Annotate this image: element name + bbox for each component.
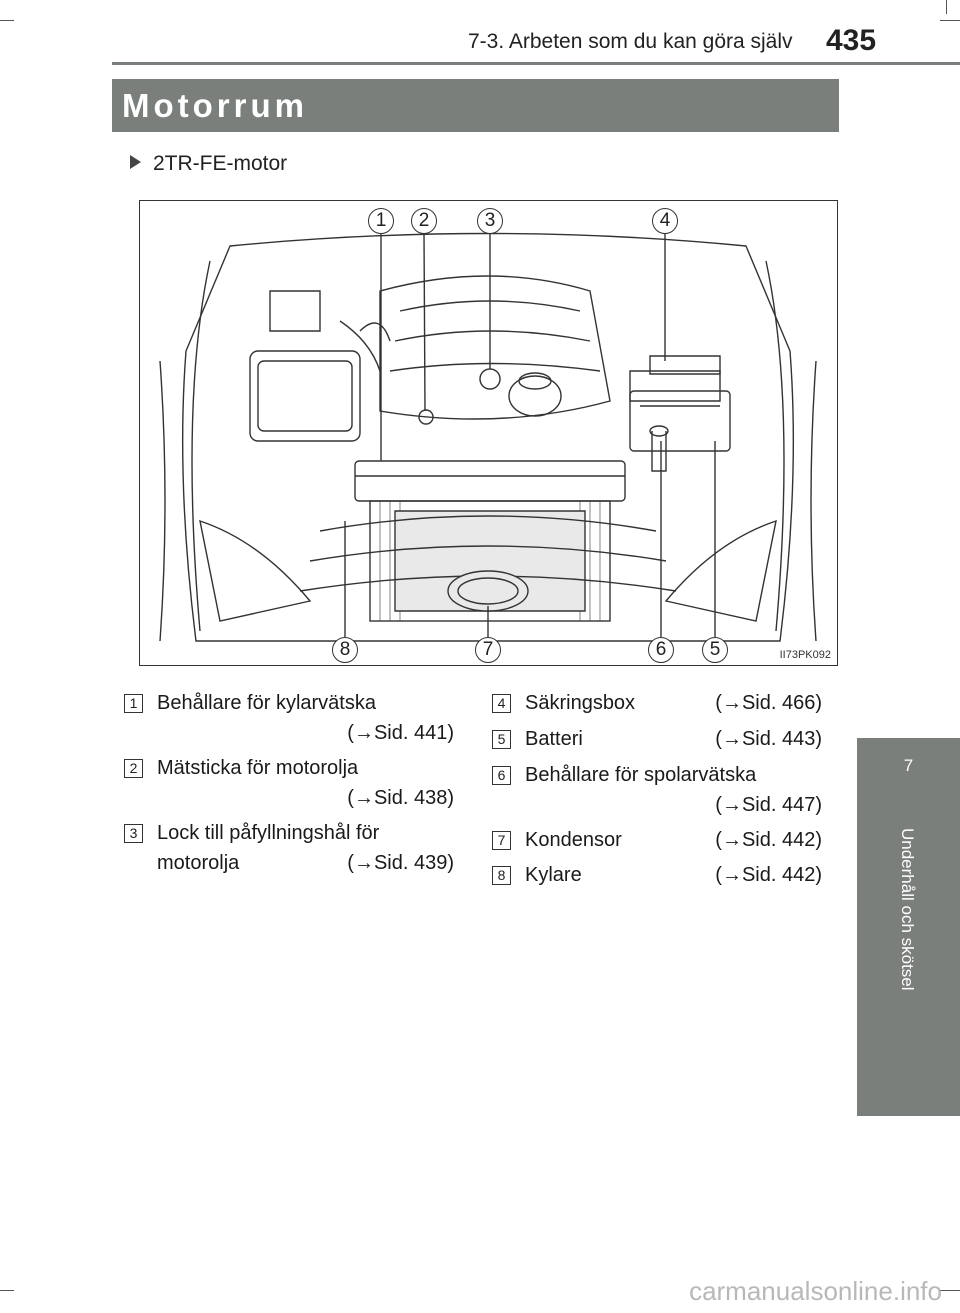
- legend-page-ref: (→Sid. 466): [715, 692, 822, 714]
- legend-number-badge: 7: [492, 831, 511, 850]
- legend-item-2: 2 Mätsticka för motorolja (→Sid. 438): [124, 753, 454, 813]
- engine-bay-illustration: 1 2 3 4 8 7 6 5 II73PK092: [139, 200, 838, 666]
- legend-number-badge: 8: [492, 866, 511, 885]
- legend-label: Mätsticka för motorolja: [157, 757, 359, 779]
- legend-page-ref: (→Sid. 443): [715, 728, 822, 750]
- legend-item-3: 3 Lock till påfyllningshål för motorolja…: [124, 818, 454, 878]
- legend-number-badge: 4: [492, 694, 511, 713]
- section-title: Motorrum: [112, 79, 839, 132]
- legend-page-ref: (→Sid. 439): [347, 852, 454, 874]
- watermark: carmanualsonline.info: [689, 1276, 942, 1306]
- callout-8: 8: [332, 637, 358, 663]
- legend-item-8: 8 Kylare (→Sid. 442): [492, 860, 822, 890]
- legend-label: Kondensor: [525, 829, 622, 851]
- legend-number-badge: 5: [492, 730, 511, 749]
- crop-mark: [0, 20, 14, 21]
- legend-number-badge: 6: [492, 766, 511, 785]
- legend-label-line2: motorolja: [157, 852, 240, 874]
- chapter-side-tab: 7 Underhåll och skötsel: [857, 738, 960, 1116]
- crop-mark: [940, 1290, 960, 1291]
- legend-label: Säkringsbox: [525, 692, 636, 714]
- legend-label: Batteri: [525, 728, 583, 750]
- engine-bay-drawing: [159, 232, 817, 642]
- legend-item-6: 6 Behållare för spolarvätska (→Sid. 447): [492, 760, 822, 820]
- legend-page-ref: (→Sid. 442): [715, 864, 822, 886]
- legend-number-badge: 3: [124, 824, 143, 843]
- page-number: 435: [826, 24, 877, 57]
- legend-item-5: 5 Batteri (→Sid. 443): [492, 724, 822, 754]
- chapter-label: Underhåll och skötsel: [898, 828, 917, 991]
- engine-subheading-text: 2TR-FE-motor: [153, 152, 288, 175]
- crop-mark: [946, 0, 947, 14]
- legend-page-ref: (→Sid. 447): [715, 794, 822, 816]
- callout-7: 7: [475, 637, 501, 663]
- engine-subheading: 2TR-FE-motor: [130, 152, 287, 176]
- legend-item-4: 4 Säkringsbox (→Sid. 466): [492, 688, 822, 718]
- crop-mark: [0, 1290, 14, 1291]
- header-rule: [112, 62, 960, 65]
- legend-page-ref: (→Sid. 441): [347, 722, 454, 744]
- legend-label: Lock till påfyllningshål för: [157, 822, 380, 844]
- callout-4: 4: [652, 208, 678, 234]
- legend-item-7: 7 Kondensor (→Sid. 442): [492, 825, 822, 855]
- legend-label: Kylare: [525, 864, 582, 886]
- figure-code: II73PK092: [779, 649, 831, 661]
- legend-label: Behållare för kylarvätska: [157, 692, 376, 714]
- legend-item-1: 1 Behållare för kylarvätska (→Sid. 441): [124, 688, 454, 748]
- legend-number-badge: 2: [124, 759, 143, 778]
- legend-page-ref: (→Sid. 438): [347, 787, 454, 809]
- callout-3: 3: [477, 208, 503, 234]
- legend-label: Behållare för spolarvätska: [525, 764, 757, 786]
- legend-number-badge: 1: [124, 694, 143, 713]
- crop-mark: [940, 20, 960, 21]
- running-header: 7-3. Arbeten som du kan göra själv: [468, 30, 793, 53]
- triangle-bullet-icon: [130, 155, 141, 169]
- callout-2: 2: [411, 208, 437, 234]
- callout-6: 6: [648, 637, 674, 663]
- callout-5: 5: [702, 637, 728, 663]
- legend-page-ref: (→Sid. 442): [715, 829, 822, 851]
- chapter-number: 7: [903, 756, 914, 775]
- callout-1: 1: [368, 208, 394, 234]
